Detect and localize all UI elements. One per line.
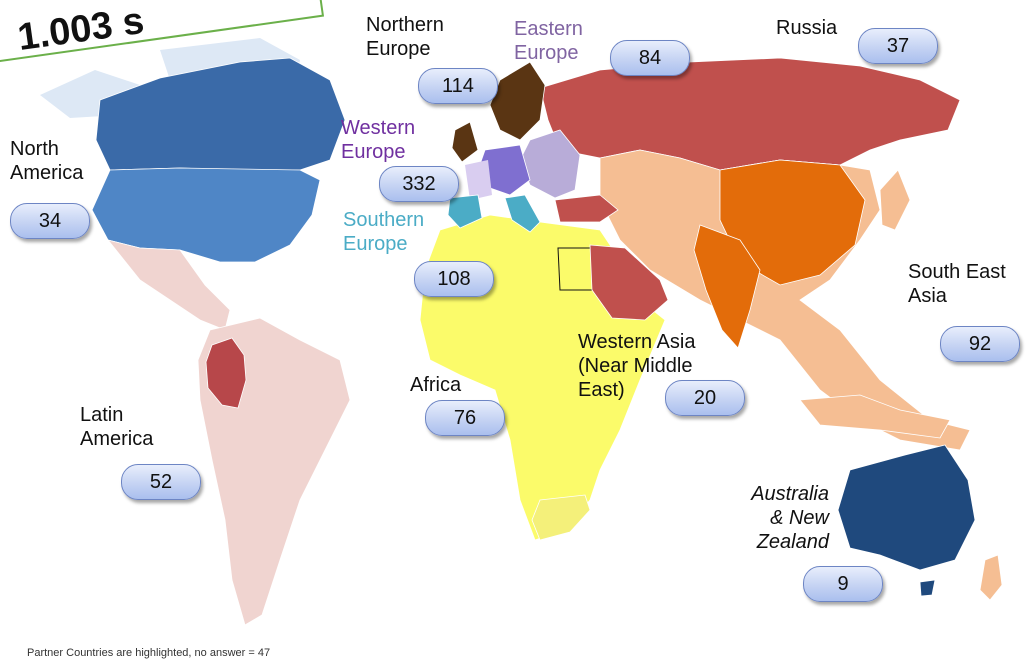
label-line: Europe [366,38,431,60]
region-india[interactable] [693,224,761,349]
label-line: Europe [343,233,408,255]
region-southern-europe[interactable] [447,194,541,233]
region-tasmania[interactable] [919,579,936,597]
label-russia: Russia [776,16,837,40]
label-australia-nz: Australia & New Zealand [735,482,829,554]
count-pill-southern-europe[interactable]: 108 [414,261,494,297]
label-eastern-europe: Eastern Europe [514,17,583,65]
label-line: America [80,428,154,450]
region-central-america[interactable] [106,239,231,331]
label-south-east-asia: South East Asia [908,260,1006,308]
label-line: Europe [341,141,406,163]
region-new-zealand[interactable] [979,554,1003,601]
label-line: Eastern [514,18,583,40]
label-line: Latin [80,404,124,426]
title-text: 1.003 s [15,0,147,60]
label-line: Western Asia [578,331,696,353]
region-turkey[interactable] [554,194,619,223]
count-pill-australia-nz[interactable]: 9 [803,566,883,602]
label-line: South East [908,261,1006,283]
region-russia[interactable] [539,57,961,171]
region-australia[interactable] [837,444,976,571]
region-western-europe-light[interactable] [465,160,492,200]
count-pill-eastern-europe[interactable]: 84 [610,40,690,76]
label-line: Asia [908,285,947,307]
label-line: (Near Middle [578,355,693,377]
label-line: Australia [751,483,829,505]
region-colombia[interactable] [205,337,247,409]
region-south-africa[interactable] [531,494,591,541]
region-arabia[interactable] [589,244,669,321]
region-japan[interactable] [879,169,911,231]
label-line: Africa [410,374,462,396]
label-north-america: North America [10,137,83,185]
label-line: Russia [776,17,838,39]
label-western-europe: Western Europe [341,116,415,164]
label-northern-europe: Northern Europe [366,13,444,61]
label-line: Western [341,117,416,139]
label-line: Zealand [756,531,829,553]
label-line: Northern [366,14,444,36]
label-africa: Africa [410,373,461,397]
count-pill-latin-america[interactable]: 52 [121,464,201,500]
count-pill-northern-europe[interactable]: 114 [418,68,498,104]
count-pill-africa[interactable]: 76 [425,400,505,436]
region-northern-europe[interactable] [451,61,546,163]
label-latin-america: Latin America [80,403,153,451]
label-western-asia: Western Asia (Near Middle East) [578,330,695,402]
label-line: North [10,138,59,160]
count-pill-north-america[interactable]: 34 [10,203,90,239]
footnote: Partner Countries are highlighted, no an… [27,647,271,659]
label-line: Southern [343,209,425,231]
label-southern-europe: Southern Europe [343,208,424,256]
count-pill-western-asia[interactable]: 20 [665,380,745,416]
count-pill-south-east-asia[interactable]: 92 [940,326,1020,362]
label-line: America [10,162,84,184]
label-line: & New [770,507,829,529]
label-line: East) [578,379,625,401]
count-pill-russia[interactable]: 37 [858,28,938,64]
count-pill-western-europe[interactable]: 332 [379,166,459,202]
region-indonesia[interactable] [799,394,951,439]
label-line: Europe [514,42,579,64]
